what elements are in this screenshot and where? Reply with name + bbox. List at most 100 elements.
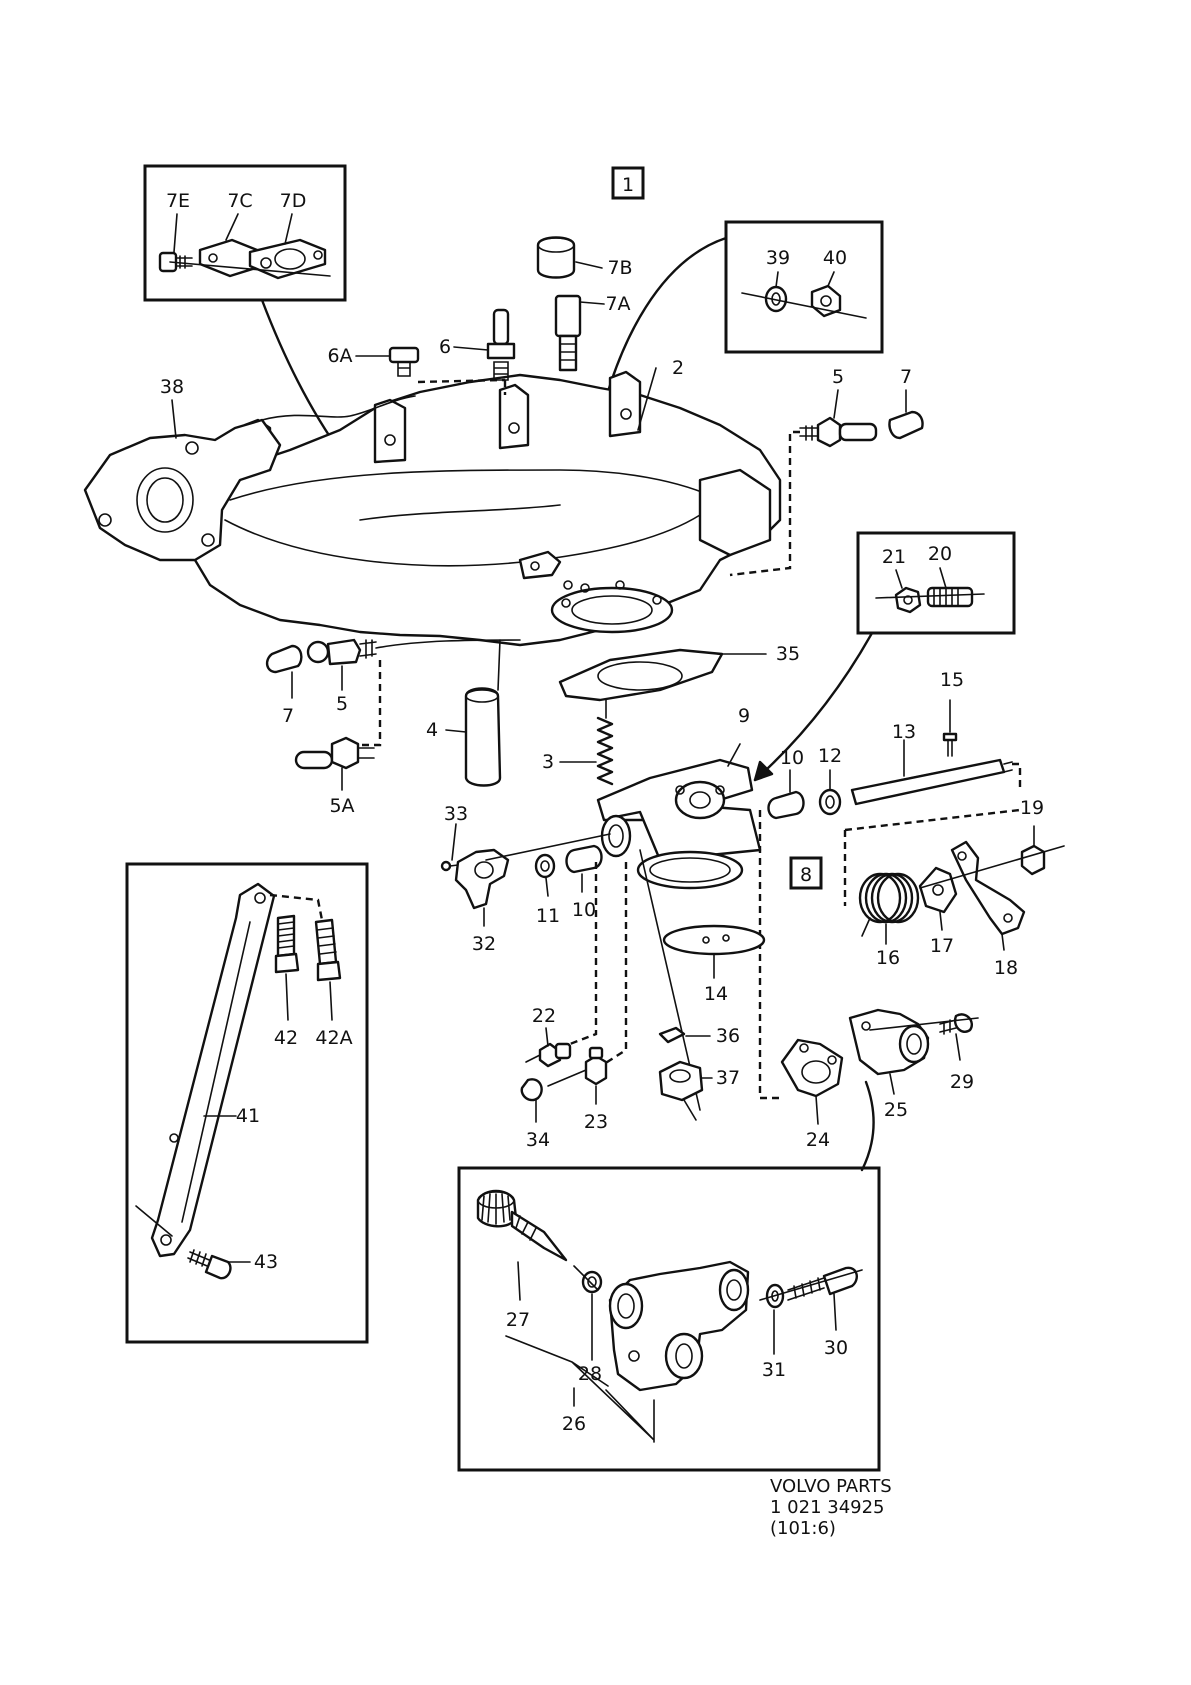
arrow-inset-20-21: [753, 631, 874, 782]
label-7-top: 7: [900, 366, 912, 388]
label-27: 27: [506, 1309, 530, 1331]
label-25: 25: [884, 1099, 908, 1121]
gasket-24: [780, 1038, 844, 1098]
label-35: 35: [776, 643, 800, 665]
plug-6A: [388, 346, 420, 377]
label-9: 9: [738, 705, 750, 727]
label-23: 23: [584, 1111, 608, 1133]
nut-21: [894, 586, 922, 614]
fitting-7A: [554, 294, 582, 372]
label-15: 15: [940, 669, 964, 691]
footer-line-3: (101:6): [770, 1518, 836, 1539]
label-7D: 7D: [280, 190, 307, 212]
label-7B: 7B: [607, 257, 632, 279]
nipple-23: [547, 1046, 608, 1087]
nut-37: [658, 1060, 704, 1102]
inset-box-20-21: 21 20: [856, 531, 1016, 635]
union-5A: [294, 736, 375, 770]
label-18: 18: [994, 957, 1018, 979]
arrow-to-inset-26: [860, 1080, 875, 1172]
label-12: 12: [818, 745, 842, 767]
label-32: 32: [472, 933, 496, 955]
group-label-8: 8: [789, 856, 823, 890]
footer-line-2: 1 021 34925: [770, 1497, 885, 1518]
lever-17: [918, 866, 958, 914]
bolt-43: [187, 1249, 232, 1280]
group-label-1-text: 1: [622, 174, 634, 196]
label-19: 19: [1020, 797, 1044, 819]
stud-20: [926, 586, 974, 608]
union-5-top: [799, 416, 878, 448]
label-16: 16: [876, 947, 900, 969]
union-5-left: [306, 638, 377, 666]
label-38: 38: [160, 376, 184, 398]
hose-4: [464, 687, 502, 787]
seal-12: [818, 788, 842, 816]
bolt-42A: [314, 918, 342, 982]
label-33: 33: [444, 803, 468, 825]
washer-11: [534, 853, 556, 879]
inset-box-41: 41 42 42A 43: [125, 862, 369, 1344]
group-label-8-text: 8: [800, 864, 812, 886]
seal-28: [581, 1270, 603, 1294]
cap-7-top: [888, 410, 924, 440]
bushing-10-left: [565, 844, 603, 874]
label-22: 22: [532, 1005, 556, 1027]
label-6: 6: [439, 336, 451, 358]
throttle-body-9: [596, 758, 762, 890]
label-7E: 7E: [166, 190, 190, 212]
label-2: 2: [672, 357, 684, 379]
gasket-38: [83, 395, 416, 562]
cap-7B: [536, 236, 576, 279]
label-43: 43: [254, 1251, 278, 1273]
housing-25: [848, 1008, 930, 1076]
label-20: 20: [928, 543, 952, 565]
label-14: 14: [704, 983, 728, 1005]
label-31: 31: [762, 1359, 786, 1381]
gasket-35: [558, 648, 724, 702]
label-26: 26: [562, 1413, 586, 1435]
label-7-left: 7: [282, 705, 294, 727]
cap-7-left: [265, 644, 303, 674]
label-5-left: 5: [336, 693, 348, 715]
bushing-10-right: [767, 790, 805, 820]
inset-box-26: 27 28 31 30: [457, 1166, 881, 1472]
label-37: 37: [716, 1067, 740, 1089]
inset-box-7: 7E 7C 7D: [143, 164, 347, 302]
screw-29: [939, 1013, 973, 1035]
label-34: 34: [526, 1129, 550, 1151]
lever-18: [950, 840, 1026, 936]
label-5A: 5A: [329, 795, 354, 817]
spring-3: [596, 716, 614, 786]
nipple-22: [525, 1042, 572, 1068]
bolt-30: [787, 1266, 858, 1301]
label-13: 13: [892, 721, 916, 743]
label-21: 21: [882, 546, 906, 568]
label-24: 24: [806, 1129, 830, 1151]
label-39: 39: [766, 247, 790, 269]
label-7C: 7C: [227, 190, 252, 212]
throttle-plate-14: [662, 924, 766, 956]
shaft-13: [850, 758, 1013, 806]
label-30: 30: [824, 1337, 848, 1359]
label-10-left: 10: [572, 899, 596, 921]
bolt-42: [274, 914, 300, 974]
label-41: 41: [236, 1105, 260, 1127]
intake-manifold-2: [193, 370, 782, 647]
valve-housing-26: [608, 1260, 750, 1392]
label-5-top: 5: [832, 366, 844, 388]
nipple-6: [486, 308, 516, 381]
return-spring-16: [858, 872, 920, 937]
footer-line-1: VOLVO PARTS: [770, 1476, 892, 1497]
label-29: 29: [950, 1071, 974, 1093]
label-42: 42: [274, 1027, 298, 1049]
cap-34: [520, 1078, 543, 1102]
adjusting-screw-27: [476, 1189, 568, 1262]
label-17: 17: [930, 935, 954, 957]
nut-19: [1020, 844, 1046, 876]
label-36: 36: [716, 1025, 740, 1047]
label-42A: 42A: [315, 1027, 352, 1049]
label-7A: 7A: [605, 293, 630, 315]
label-4: 4: [426, 719, 438, 741]
